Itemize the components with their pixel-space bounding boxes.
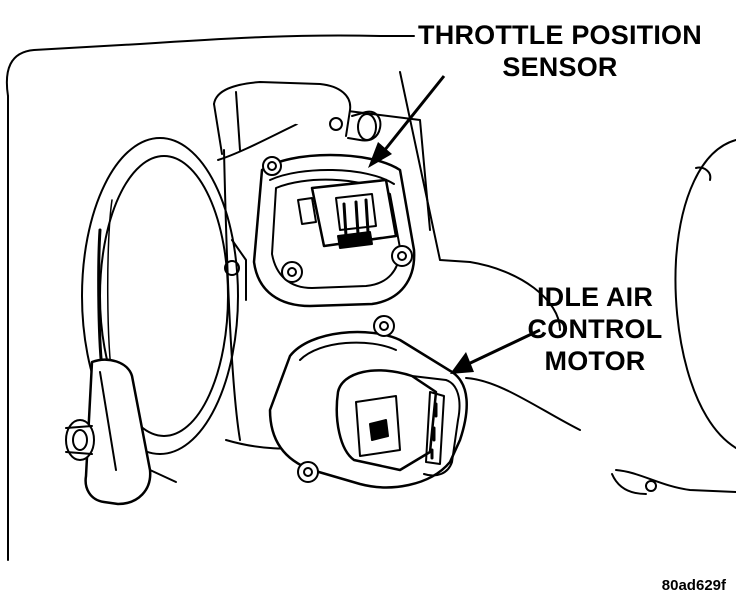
iac-arrowhead bbox=[450, 352, 474, 374]
idle-air-control-motor bbox=[268, 315, 468, 489]
tps-label-line-1: THROTTLE POSITION bbox=[418, 20, 702, 50]
leader-arrows bbox=[368, 75, 541, 374]
iac-label-line-3: MOTOR bbox=[544, 346, 646, 376]
air-cleaner-outline bbox=[465, 139, 736, 495]
throttle-position-sensor-label: THROTTLE POSITION SENSOR bbox=[414, 19, 706, 83]
throttle-lever-assembly bbox=[65, 358, 177, 506]
figure-id: 80ad629f bbox=[661, 577, 726, 594]
idle-air-control-motor-label: IDLE AIR CONTROL MOTOR bbox=[520, 281, 670, 377]
throttle-position-sensor bbox=[224, 153, 416, 308]
iac-label-line-2: CONTROL bbox=[527, 314, 663, 344]
iac-label-line-1: IDLE AIR bbox=[536, 282, 654, 312]
tps-arrowhead bbox=[368, 142, 392, 168]
tps-label-line-2: SENSOR bbox=[502, 52, 618, 82]
throttle-body-casting bbox=[213, 81, 352, 441]
mounting-stud bbox=[347, 110, 382, 142]
tps-leader-arrow bbox=[378, 75, 446, 157]
iac-leader-arrow bbox=[463, 328, 541, 368]
